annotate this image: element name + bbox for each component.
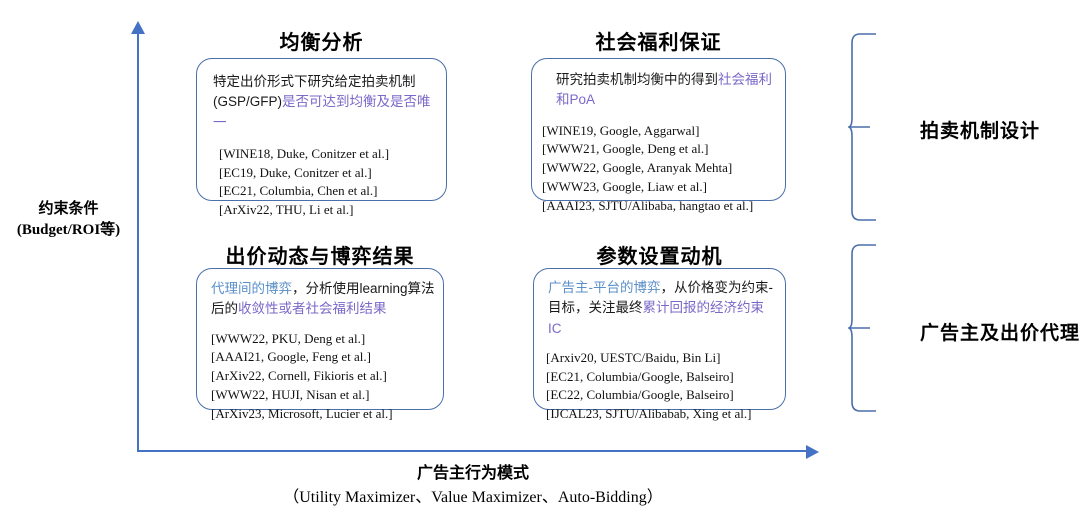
quadrant-desc-equilibrium-analysis: 特定出价形式下研究给定拍卖机制(GSP/GFP)是否可达到均衡及是否唯一 bbox=[213, 72, 432, 133]
reference-item: [IJCAL23, SJTU/Alibabab, Xing et al.] bbox=[546, 406, 752, 422]
brace-group-advertiser-and-bidding-agent bbox=[846, 243, 916, 413]
reference-item: [EC21, Columbia/Google, Balseiro] bbox=[546, 368, 734, 384]
desc-segment-purple: 累计回报的经济约束IC bbox=[548, 300, 764, 336]
desc-segment-plain: ，分析使用learning算法后的 bbox=[211, 281, 435, 317]
reference-item: [AAAI21, Google, Feng et al.] bbox=[211, 349, 371, 365]
x-axis-label-line2: （Utility Maximizer、Value Maximizer、Auto-… bbox=[283, 489, 663, 506]
reference-item: [ArXiv23, Microsoft, Lucier et al.] bbox=[211, 405, 393, 421]
x-axis-arrowhead bbox=[806, 445, 819, 459]
brace-group-auction-mechanism-design bbox=[846, 32, 916, 222]
brace-label-advertiser-and-bidding-agent: 广告主及出价代理 bbox=[920, 323, 1080, 344]
reference-item: [EC21, Columbia, Chen et al.] bbox=[219, 183, 378, 199]
y-axis-label: 约束条件 (Budget/ROI等) bbox=[0, 198, 137, 242]
desc-segment-blue: 广告主-平台的博弈 bbox=[548, 280, 661, 295]
quadrant-desc-bidding-dynamics: 代理间的博弈，分析使用learning算法后的收敛性或者社会福利结果 bbox=[211, 279, 435, 320]
quadrant-refs-equilibrium-analysis: [WINE18, Duke, Conitzer et al.] [EC19, D… bbox=[219, 145, 436, 220]
y-axis-line bbox=[137, 32, 139, 452]
reference-item: [WINE19, Google, Aggarwal] bbox=[542, 122, 700, 138]
y-axis-arrowhead bbox=[131, 21, 145, 34]
reference-item: [WWW22, Google, Aranyak Mehta] bbox=[542, 160, 733, 176]
quadrant-refs-bidding-dynamics: [WWW22, PKU, Deng et al.] [AAAI21, Googl… bbox=[211, 330, 435, 424]
reference-item: [WINE18, Duke, Conitzer et al.] bbox=[219, 145, 390, 161]
desc-segment-purple: 是否可达到均衡及是否唯一 bbox=[213, 94, 431, 130]
reference-item: [WWW23, Google, Liaw et al.] bbox=[542, 179, 707, 195]
y-axis-label-line2: (Budget/ROI等) bbox=[16, 221, 121, 238]
quadrant-box-social-welfare-guarantee: 研究拍卖机制均衡中的得到社会福利和PoA [WINE19, Google, Ag… bbox=[531, 58, 786, 213]
reference-item: [ArXiv22, THU, Li et al.] bbox=[219, 202, 354, 218]
curly-brace-icon bbox=[846, 33, 876, 221]
quadrant-refs-parameter-setting-motivation: [Arxiv20, UESTC/Baidu, Bin Li] [EC21, Co… bbox=[546, 349, 779, 424]
x-axis-label-line1: 广告主行为模式 bbox=[416, 465, 529, 482]
reference-item: [WWW21, Google, Deng et al.] bbox=[542, 141, 709, 157]
desc-segment-blue: 代理间的博弈 bbox=[211, 281, 292, 296]
curly-brace-icon bbox=[846, 244, 876, 412]
desc-segment-plain: 研究拍卖机制均衡中的得到 bbox=[556, 72, 718, 87]
quadrant-desc-social-welfare-guarantee: 研究拍卖机制均衡中的得到社会福利和PoA bbox=[556, 70, 773, 111]
quadrant-heading-social-welfare-guarantee: 社会福利保证 bbox=[595, 32, 722, 54]
reference-item: [WWW22, HUJI, Nisan et al.] bbox=[211, 387, 370, 403]
quadrant-desc-parameter-setting-motivation: 广告主-平台的博弈，从价格变为约束-目标，关注最终累计回报的经济约束IC bbox=[548, 278, 777, 339]
reference-item: [WWW22, PKU, Deng et al.] bbox=[211, 330, 366, 346]
desc-segment-purple: 社会福利和PoA bbox=[556, 72, 772, 108]
desc-segment-purple: 收敛性或者社会福利结果 bbox=[238, 301, 387, 317]
quadrant-box-equilibrium-analysis: 特定出价形式下研究给定拍卖机制(GSP/GFP)是否可达到均衡及是否唯一 [WI… bbox=[196, 58, 447, 217]
y-axis-label-line1: 约束条件 bbox=[38, 200, 99, 217]
reference-item: [EC22, Columbia/Google, Balseiro] bbox=[546, 387, 734, 403]
reference-item: [Arxiv20, UESTC/Baidu, Bin Li] bbox=[546, 349, 721, 365]
quadrant-box-bidding-dynamics: 代理间的博弈，分析使用learning算法后的收敛性或者社会福利结果 [WWW2… bbox=[196, 268, 444, 421]
reference-item: [ArXiv22, Cornell, Fikioris et al.] bbox=[211, 368, 387, 384]
x-axis-label: 广告主行为模式 （Utility Maximizer、Value Maximiz… bbox=[137, 462, 809, 510]
quadrant-refs-social-welfare-guarantee: [WINE19, Google, Aggarwal] [WWW21, Googl… bbox=[542, 122, 777, 216]
quadrant-heading-parameter-setting-motivation: 参数设置动机 bbox=[596, 246, 723, 268]
reference-item: [AAAI23, SJTU/Alibaba, hangtao et al.] bbox=[542, 197, 754, 213]
desc-segment-plain: 特定出价形式下研究给定拍卖机制(GSP/GFP) bbox=[213, 74, 416, 110]
desc-segment-plain: ，从价格变为约束-目标，关注最终 bbox=[548, 280, 773, 316]
quadrant-box-parameter-setting-motivation: 广告主-平台的博弈，从价格变为约束-目标，关注最终累计回报的经济约束IC [Ar… bbox=[533, 268, 786, 421]
x-axis-line bbox=[137, 450, 809, 452]
brace-label-auction-mechanism-design: 拍卖机制设计 bbox=[920, 121, 1041, 142]
quadrant-heading-bidding-dynamics: 出价动态与博弈结果 bbox=[225, 246, 415, 268]
reference-item: [EC19, Duke, Conitzer et al.] bbox=[219, 164, 372, 180]
quadrant-heading-equilibrium-analysis: 均衡分析 bbox=[279, 32, 364, 54]
